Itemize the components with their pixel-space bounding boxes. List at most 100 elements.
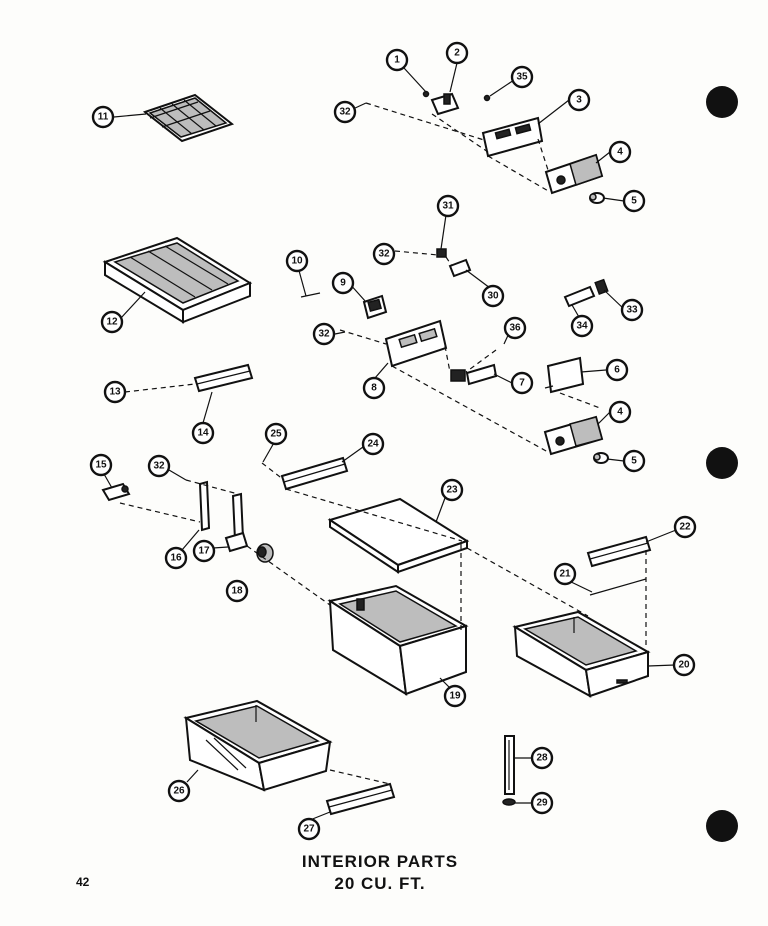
callout-10: 10 [285,249,309,273]
callout-label: 32 [378,249,390,260]
callout-21: 21 [553,562,577,586]
callout-3: 3 [567,88,591,112]
part-lower-control-panel [543,415,604,456]
callout-9: 9 [331,271,355,295]
callout-label: 31 [442,201,454,212]
callout-30: 30 [481,284,505,308]
callout-label: 32 [318,329,330,340]
callout-label: 34 [576,321,588,332]
callout-label: 18 [231,586,243,597]
callout-label: 4 [617,407,623,418]
callout-label: 23 [446,485,458,496]
binder-hole [706,86,738,118]
callout-label: 16 [170,553,182,564]
callout-label: 4 [617,147,623,158]
callout-29: 29 [530,791,554,815]
callout-label: 35 [516,72,528,83]
callout-label: 14 [197,428,209,439]
callout-17: 17 [192,539,216,563]
callout-label: 20 [678,660,690,671]
part-crisper-cover [327,497,470,574]
callout-label: 12 [106,317,118,328]
callout-label: 32 [153,461,165,472]
callout-23: 23 [440,478,464,502]
assembly-lines [119,102,647,785]
callout-28: 28 [530,746,554,770]
callout-16: 16 [164,546,188,570]
callout-12: 12 [100,310,124,334]
binder-hole [706,447,738,479]
callout-label: 6 [614,365,620,376]
part-crisper-drawer [327,584,469,696]
callout-11: 11 [91,105,115,129]
callout-label: 2 [454,48,460,59]
callout-label: 9 [340,278,346,289]
callout-5-b: 5 [622,449,646,473]
callout-label: 17 [198,546,210,557]
callout-label: 25 [270,429,282,440]
part-upper-bracket [422,90,491,116]
callout-32-a: 32 [333,100,357,124]
callout-label: 30 [487,291,499,302]
callout-label: 13 [109,387,121,398]
callout-label: 3 [576,95,582,106]
diagram-subtitle: 20 CU. FT. [334,874,426,893]
callout-32-b: 32 [372,242,396,266]
callout-26: 26 [167,779,191,803]
callout-label: 26 [173,786,185,797]
callout-36: 36 [503,316,527,340]
callout-label: 33 [626,305,638,316]
callout-label: 1 [394,55,400,66]
page-number: 42 [76,875,90,889]
part-lower-knob [593,452,609,464]
callout-20: 20 [672,653,696,677]
callout-label: 21 [559,569,571,580]
part-middle-control-housing [384,319,448,368]
callout-label: 11 [98,112,109,123]
part-large-crisper-pan [183,699,333,792]
callout-33: 33 [620,298,644,322]
callout-label: 29 [536,798,548,809]
callout-label: 5 [631,456,637,467]
callout-label: 32 [339,107,351,118]
callout-31: 31 [436,194,460,218]
callout-6: 6 [605,358,629,382]
diagram-title: INTERIOR PARTS [301,852,459,871]
callout-24: 24 [361,432,385,456]
part-divider-post [502,735,516,806]
binder-hole [706,810,738,842]
part-upper-control-housing [481,116,544,158]
callout-label: 27 [303,824,315,835]
callout-label: 7 [519,378,525,389]
callout-8: 8 [362,376,386,400]
callout-label: 28 [536,753,548,764]
part-drawer-rails [198,480,274,563]
callout-7: 7 [510,371,534,395]
callout-label: 8 [371,383,377,394]
part-upper-control-panel [544,153,604,195]
callout-label: 36 [509,323,521,334]
callout-label: 15 [95,460,107,471]
callout-5-a: 5 [622,189,646,213]
part-thermostat [450,363,498,386]
callout-35: 35 [510,65,534,89]
callout-27: 27 [297,817,321,841]
part-shelf-support-bracket [101,482,131,502]
callout-4-a: 4 [608,140,632,164]
leader-lines [103,62,677,821]
part-light-bulb [563,278,609,308]
callout-25: 25 [264,422,288,446]
part-switch [436,248,472,278]
callout-1: 1 [385,48,409,72]
callout-label: 19 [449,691,461,702]
part-freezer-shelf [102,236,253,324]
callout-22: 22 [673,515,697,539]
part-pan-trim [325,782,396,816]
callout-14: 14 [191,421,215,445]
callout-15: 15 [89,453,113,477]
callout-label: 5 [631,196,637,207]
callout-13: 13 [103,380,127,404]
callout-34: 34 [570,314,594,338]
callout-32-d: 32 [147,454,171,478]
